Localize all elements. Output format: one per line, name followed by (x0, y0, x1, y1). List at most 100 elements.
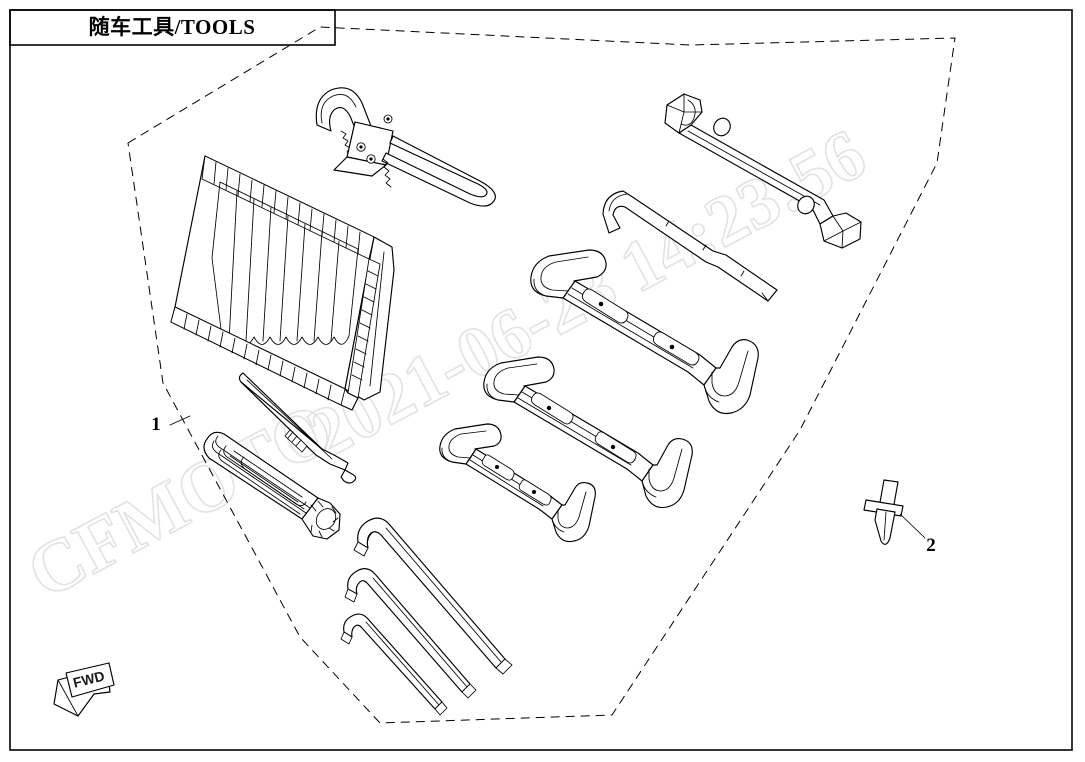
tommy-bar-notch-b (702, 244, 707, 251)
push-rivet-clip: 2 (863, 479, 936, 556)
callout-1-leader (169, 415, 191, 426)
plug-wrench-hole-upper (713, 117, 731, 137)
callout-1: 1 (151, 414, 191, 435)
pouch-pocket-dividers (228, 190, 340, 342)
wrench-medium-jaw-lower-edge (641, 480, 657, 498)
wrench-medium-slot-upper-dot (546, 405, 552, 411)
hex-key-large-end-long (495, 658, 513, 675)
wrench-small-jaw-lower-opening (557, 491, 587, 529)
plug-wrench-socket-lower-facet-b (841, 230, 844, 249)
tommy-bar-notch-c (740, 270, 745, 277)
hook-jaw-upper-inner (320, 94, 357, 124)
wrench-large-jaw-lower (703, 339, 759, 415)
kit-boundary-outline (127, 26, 956, 724)
hex-key-small-body (343, 613, 443, 710)
wrench-large-jaw-upper (530, 249, 607, 299)
wrench-large-jaw-lower-opening (711, 350, 749, 397)
wrench-large-jaw-upper-edge (533, 278, 547, 297)
pouch-right-stitch-ticks (351, 270, 379, 381)
wrench-small-slot-lower-dot (532, 490, 536, 494)
pouch-flap-crease (369, 251, 385, 387)
callout-2-leader (899, 513, 926, 539)
wrench-large-slot-upper (581, 288, 629, 324)
open-end-wrench-large (530, 249, 759, 415)
wrench-large-slot-upper-dot (598, 301, 604, 307)
hex-key-large (353, 517, 513, 675)
screwdriver-blade (238, 372, 357, 484)
handle-ribs (211, 435, 311, 515)
spark-plug-socket-wrench (664, 93, 862, 249)
plug-wrench-socket-upper-bore (680, 99, 696, 126)
wrench-medium-jaw-upper (483, 356, 555, 403)
spanner-rivet-top-center (386, 117, 390, 121)
tommy-bar-notch-a (665, 220, 670, 227)
title-block-label: 随车工具/TOOLS (89, 15, 256, 39)
title-block: 随车工具/TOOLS (9, 9, 336, 46)
wrench-small-jaw-lower-edge (551, 518, 565, 533)
wrench-small-jaw-lower (551, 481, 596, 543)
hex-key-small-end-long (434, 701, 448, 716)
open-end-wrench-medium (483, 356, 693, 509)
wrench-small-slot-upper-dot (495, 465, 499, 469)
plug-wrench-bar-edge (687, 130, 821, 206)
fwd-label: FWD (71, 668, 106, 691)
wrench-small-jaw-upper-opening (448, 430, 487, 459)
wrench-large-jaw-upper-opening (540, 256, 589, 292)
hex-key-medium-face (372, 577, 468, 688)
fwd-arrow-edge (57, 679, 79, 717)
wrench-medium-jaw-upper-edge (486, 383, 499, 401)
plug-wrench-socket-lower-facet-c (832, 215, 844, 232)
wrench-small-shaft-groove-b (469, 459, 544, 507)
plug-wrench-hole-lower (797, 195, 815, 215)
handle-chuck-bore (315, 508, 337, 530)
title-block-box (9, 9, 336, 46)
screwdriver-blade-highlight (246, 379, 333, 460)
rivet-body-edge (883, 511, 887, 541)
hex-key-large-face (385, 527, 502, 663)
wrench-medium-jaw-lower (641, 438, 693, 509)
screwdriver-handle (203, 431, 341, 540)
wrench-large-slot-lower-dot (669, 344, 675, 350)
wrench-large-slot-lower (652, 331, 700, 366)
spanner-rivet-bottom-center (369, 157, 373, 161)
wrench-large-jaw-lower-edge (703, 384, 720, 403)
tool-roll-pouch (170, 155, 395, 411)
spanner-rivet-left-center (359, 145, 363, 149)
spanner-pivot-body-edge (346, 121, 356, 158)
wrench-medium-slot-upper (530, 392, 574, 425)
pouch-top-stitch-ticks (213, 161, 361, 255)
hex-key-medium-end-long (461, 683, 477, 699)
screwdriver-collar-ribs (287, 431, 302, 447)
sheet-border (9, 9, 1073, 751)
hex-key-large-edge (367, 532, 373, 549)
spanner-handle-serration (382, 158, 392, 188)
tommy-bar-end-edge (761, 292, 769, 302)
screwdriver-blade-tip (340, 469, 357, 484)
handle-chuck-knurl (310, 500, 339, 538)
callout-1-number: 1 (151, 414, 161, 435)
wrench-medium-slot-lower-dot (610, 444, 616, 450)
screwdriver-blade-body (240, 381, 349, 471)
hex-key-small-face (365, 621, 440, 706)
spanner-loop-handle (381, 135, 496, 207)
fwd-orientation-marker: FWD (53, 662, 115, 717)
open-end-wrench-small (439, 423, 596, 543)
wrench-medium-jaw-lower-opening (648, 448, 683, 492)
tommy-bar-body (602, 190, 778, 302)
wrench-medium-slot-lower (594, 431, 637, 464)
hex-key-large-end-short (353, 541, 369, 557)
hex-key-medium-end-short (344, 588, 358, 603)
fwd-label-plate (65, 662, 115, 698)
tool-kit-boundary (127, 26, 956, 724)
tommy-bar-top-curve (608, 193, 628, 212)
hex-key-small-end-short (340, 631, 353, 645)
plug-wrench-socket-upper-facet-b (678, 111, 685, 134)
wrench-small-jaw-upper-edge (441, 447, 453, 463)
pouch-bottom-stitch-ticks (183, 313, 332, 401)
wrench-large-shaft-groove-b (567, 293, 694, 369)
handle-groove (240, 456, 307, 507)
wrench-medium-shaft-groove-b (517, 397, 632, 466)
tommy-bar-l-handle (602, 190, 778, 302)
